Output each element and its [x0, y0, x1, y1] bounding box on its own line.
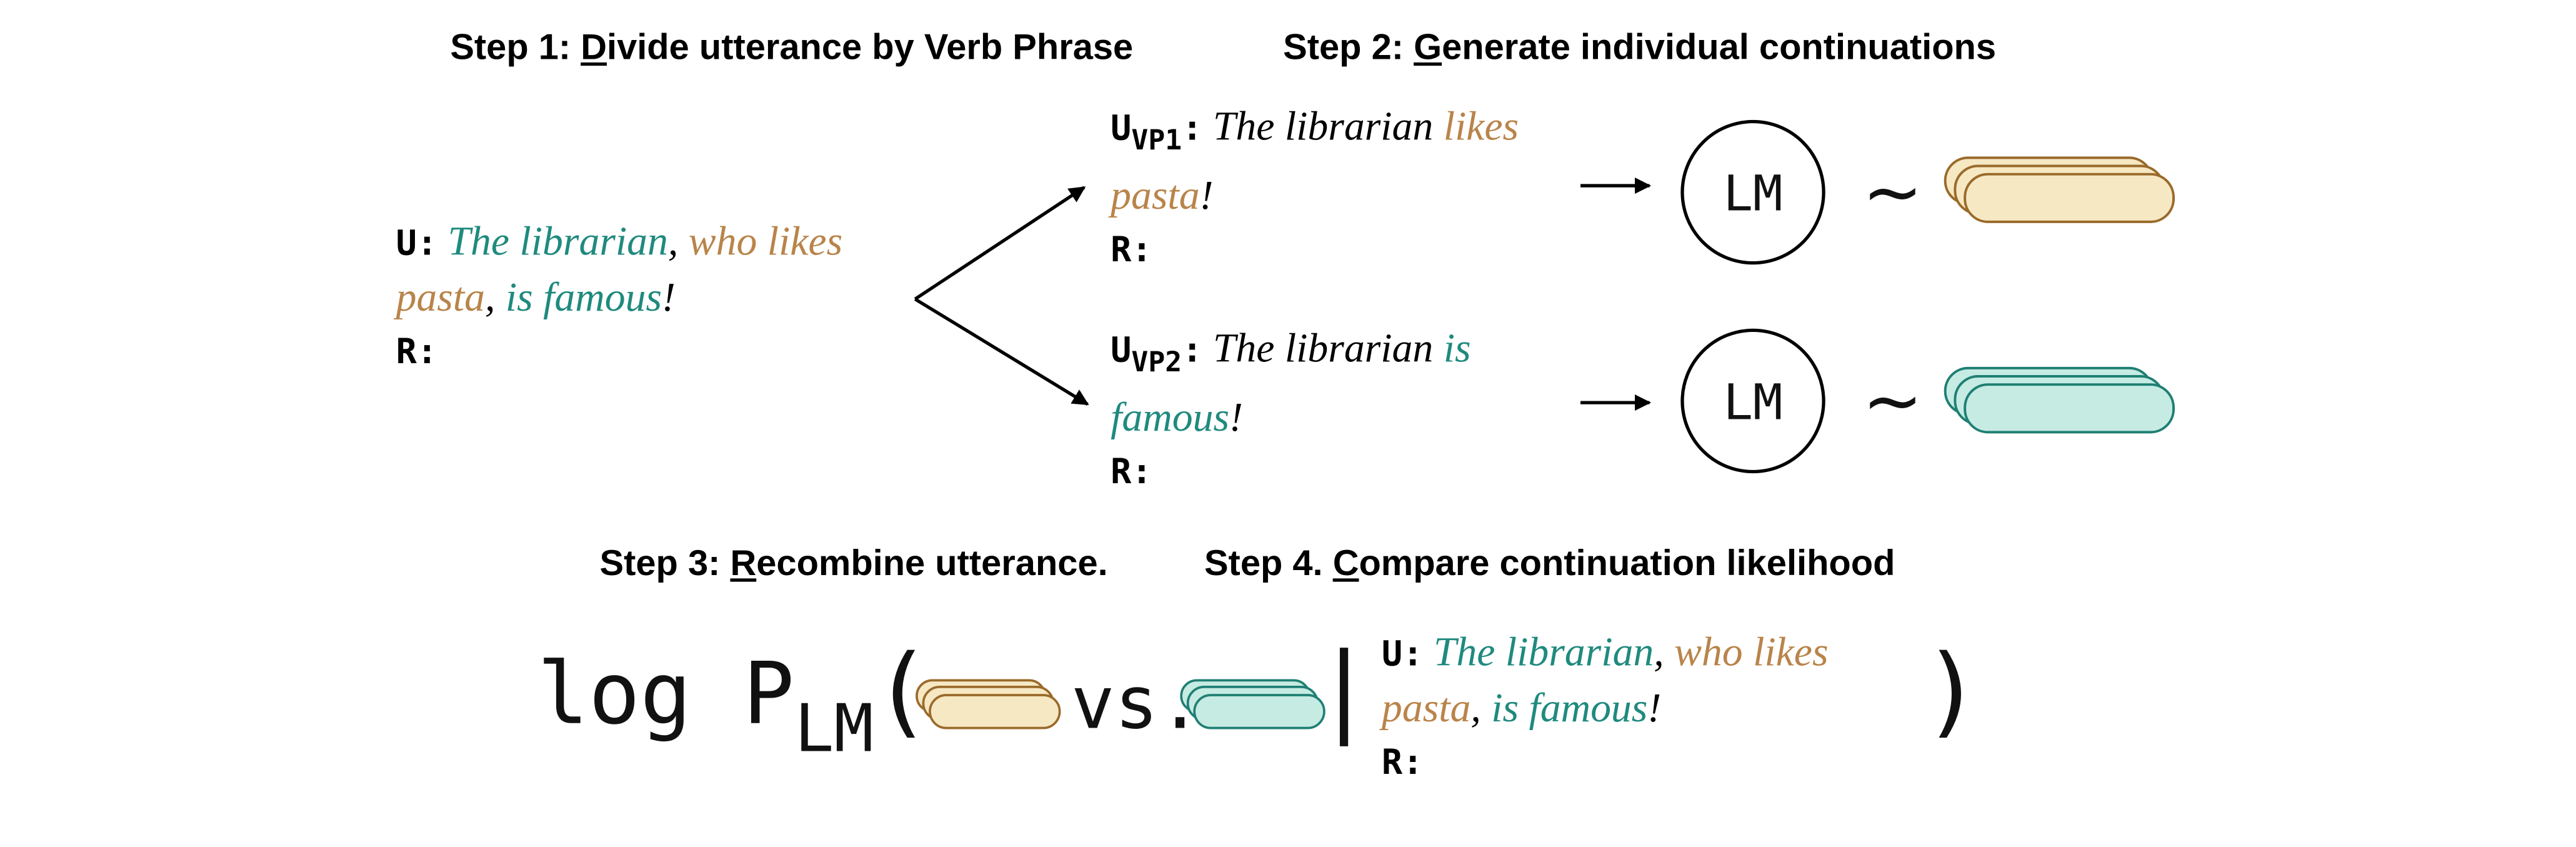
original-r-label: R: [396, 332, 438, 372]
split-arrow-up [914, 186, 1086, 301]
original-vp2: is famous [505, 276, 662, 321]
vp2-verb: is [1443, 327, 1471, 372]
original-end: ! [662, 276, 676, 321]
vp1-object: pasta [1111, 174, 1200, 219]
vp2-r-label: R: [1111, 451, 1152, 492]
lm-circle-2 [1680, 328, 1825, 474]
formula-log: log P [537, 646, 795, 744]
original-subject: The librarian [447, 220, 668, 265]
original-comma-2: , [485, 276, 496, 321]
step-2-heading: Step 2: Generate individual continuation… [1283, 26, 1996, 69]
recombined-end: ! [1647, 686, 1662, 731]
vp1-end: ! [1199, 174, 1214, 219]
step-1-prefix: Step 1: [450, 26, 581, 68]
vp2-end: ! [1229, 396, 1243, 441]
original-utterance: U: The librarian, who likes pasta, is fa… [396, 215, 906, 379]
original-vp1-object: pasta [396, 276, 486, 321]
split-arrow-down [914, 298, 1089, 406]
tilde-1: ~ [1862, 151, 1923, 234]
recombined-subject: The librarian [1433, 631, 1654, 676]
formula-bar: | [1314, 633, 1374, 748]
original-u-label: U: [396, 223, 438, 263]
vp1-subject: The librarian [1212, 105, 1434, 150]
lm-circle-1 [1680, 119, 1825, 265]
original-u-line: U: The librarian, who likes pasta, is fa… [396, 215, 906, 325]
step-4-rest: ompare continuation likelihood [1359, 542, 1895, 584]
vp2-u-line: UVP2: The librarian is famous! [1111, 322, 1587, 445]
original-comma-1: , [667, 220, 679, 265]
step-1-rest: ivide utterance by Verb Phrase [607, 26, 1134, 68]
step-1-key: D [581, 26, 607, 68]
step-4-key: C [1332, 542, 1359, 584]
step-3-prefix: Step 3: [599, 542, 731, 584]
vp2-continuation-stack [1944, 366, 2175, 434]
formula-teal-stack [1180, 679, 1325, 729]
recombined-comma-2: , [1470, 686, 1481, 731]
original-vp1: who likes [688, 220, 843, 265]
formula-log-p: log PLM [537, 646, 874, 768]
vp1-utterance: UVP1: The librarian likes pasta! R: [1111, 100, 1587, 278]
recombined-r-label: R: [1381, 743, 1424, 783]
step-1-heading: Step 1: Divide utterance by Verb Phrase [450, 26, 1133, 69]
formula-sub: LM [794, 691, 874, 768]
vp2-subject: The librarian [1212, 327, 1434, 372]
tilde-2: ~ [1862, 359, 1923, 443]
formula-close-paren: ) [1922, 634, 1982, 749]
step-2-key: G [1414, 26, 1442, 68]
step-4-heading: Step 4. Compare continuation likelihood [1204, 543, 1895, 585]
recombined-vp1-object: pasta [1381, 686, 1471, 731]
vp1-continuation-stack [1944, 156, 2175, 223]
step-3-key: R [730, 542, 757, 584]
lm-label-2: LM [1724, 373, 1783, 431]
vp1-sub: VP1 [1131, 124, 1182, 158]
formula-tan-stack [916, 679, 1061, 729]
step-2-prefix: Step 2: [1283, 26, 1414, 68]
vp2-object: famous [1111, 396, 1230, 441]
step-3-rest: ecombine utterance. [756, 542, 1108, 584]
step-4-prefix: Step 4. [1204, 542, 1333, 584]
recombined-u-line: U: The librarian, who likes pasta, is fa… [1382, 626, 1907, 736]
vp1-verb: likes [1443, 105, 1519, 150]
formula-vs: vs. [1071, 662, 1202, 746]
vp2-u-label: UVP2: [1111, 330, 1203, 380]
vp1-u-line: UVP1: The librarian likes pasta! [1111, 100, 1587, 223]
recombined-vp1: who likes [1674, 631, 1829, 676]
vp2-sub: VP2 [1131, 346, 1182, 380]
lm-label-1: LM [1724, 164, 1783, 222]
formula-open-paren: ( [872, 634, 932, 749]
recombined-u-label: U: [1381, 634, 1424, 674]
vp1-u-label: UVP1: [1111, 108, 1203, 158]
vp2-utterance: UVP2: The librarian is famous! R: [1111, 322, 1587, 499]
step-2-rest: enerate individual continuations [1442, 26, 1997, 68]
step-3-heading: Step 3: Recombine utterance. [600, 543, 1108, 585]
recombined-utterance: U: The librarian, who likes pasta, is fa… [1382, 626, 1907, 791]
vp1-r-label: R: [1111, 230, 1152, 270]
recombined-vp2: is famous [1491, 686, 1648, 731]
recombined-comma-1: , [1654, 631, 1664, 676]
